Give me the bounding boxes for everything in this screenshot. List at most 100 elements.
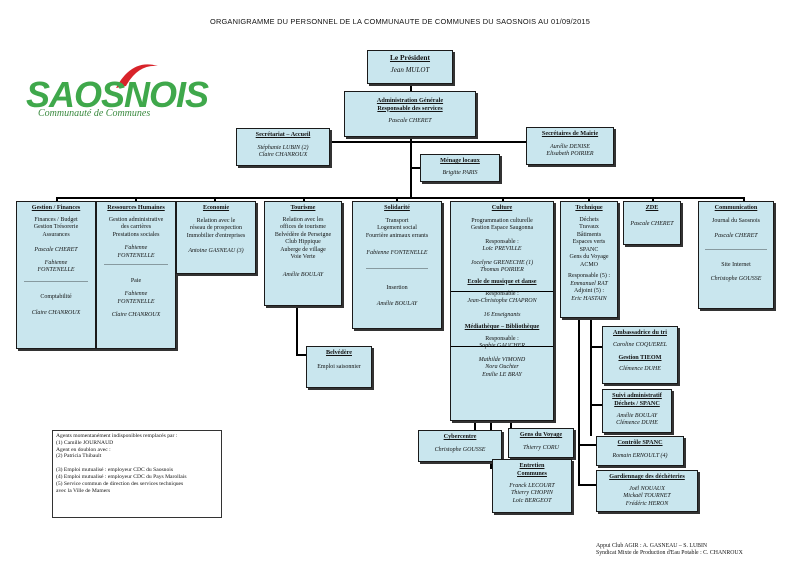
technique-resp-label: Responsable (5) : — [568, 273, 610, 280]
communication-name: Pascale CHERET — [714, 233, 758, 240]
zde-name: Pascale CHERET — [630, 220, 674, 227]
connector-line — [578, 318, 580, 484]
gardiennage-name: Mickaël TOURNET — [623, 493, 671, 500]
controle-name: Romain ERNOULT (4) — [612, 452, 668, 459]
connector-line — [743, 197, 745, 201]
mediatheque-resp: Sophie GAUCHER — [453, 343, 551, 351]
communication-separator: ------------------------------- — [705, 246, 767, 253]
technique-line: ACMO — [579, 261, 598, 268]
notes-box: Agents momentanément indisponibles rempl… — [52, 430, 222, 518]
connector-line — [330, 141, 526, 143]
secretariat-box: Secrétariat – Accueil Stéphanie LUBIN (2… — [236, 128, 330, 166]
rh-line2: Paie — [130, 277, 142, 284]
rh-name2: Fabienne — [124, 291, 148, 298]
gardiennage-name: Joël NOUAUX — [629, 485, 665, 492]
cybercentre-name: Christophe GOUSSE — [434, 446, 486, 453]
note-line: Agents momentanément indisponibles rempl… — [56, 433, 178, 439]
tourisme-line: Voie Verte — [290, 254, 316, 261]
gardiennage-name: Frédéric HERON — [625, 500, 669, 507]
gensduvoyage-name: Thierry CORU — [523, 444, 559, 451]
solidarite-name2: Amélie BOULAY — [376, 300, 418, 307]
note-line: (5) Service commun de direction des serv… — [56, 480, 184, 487]
culture-resp: Loïc PREVILLE — [482, 246, 522, 253]
culture-resp-label: Responsable : — [485, 238, 519, 245]
mediatheque-title: Médiathèque – Bibliothèque — [464, 323, 540, 330]
entretien-name: Loïc BERGEOT — [512, 497, 552, 504]
tourisme-title: Tourisme — [290, 204, 316, 211]
gestion-line: Finances / Budget — [34, 216, 78, 223]
note-line: (1) Camille JOURNAUD — [56, 439, 114, 446]
solidarite-line2: Insertion — [386, 285, 408, 292]
note-line: avec la Ville de Mamers — [56, 487, 111, 494]
connector-line — [590, 346, 602, 348]
controle-box: Contrôle SPANC Romain ERNOULT (4) — [596, 436, 684, 466]
culture-box: Culture Programmation culturelle Gestion… — [450, 201, 554, 421]
ecole-resp-label: Responsable : — [485, 290, 519, 297]
technique-line: Espaces verts — [572, 239, 606, 246]
tourisme-line: Club Hippique — [285, 239, 321, 246]
logo-swoosh-icon — [116, 64, 158, 88]
economie-name: Antoine GASNEAU (3) — [188, 248, 244, 255]
note-line: Agent en doublon avec : — [56, 446, 111, 453]
section-divider — [451, 291, 553, 292]
solidarite-title: Solidarité — [384, 204, 410, 211]
gardiennage-box: Gardiennage des déchèteries Joël NOUAUX … — [596, 470, 698, 512]
gensduvoyage-title: Gens du Voyage — [519, 431, 563, 438]
connector-line — [590, 318, 592, 436]
rh-name2: Claire CHANROUX — [111, 312, 161, 319]
solidarite-name: Fabienne FONTENELLE — [366, 250, 428, 257]
gardiennage-title: Gardiennage des déchèteries — [609, 473, 685, 480]
tourisme-line: offices de tourisme — [280, 224, 326, 231]
mairie-title: Secrétaires de Mairie — [541, 130, 599, 137]
admin-name: Pascale CHERET — [388, 117, 432, 124]
president-name: Jean MULOT — [390, 65, 430, 74]
menage-name: Brigitte PARIS — [442, 169, 478, 176]
rh-line: des carrières — [120, 224, 152, 231]
solidarite-line: Fourrière animaux errants — [365, 232, 429, 239]
technique-line: Travaux — [579, 224, 599, 231]
gestion-name: Pascale CHERET — [34, 247, 78, 254]
culture-line: Programmation culturelle — [471, 217, 533, 224]
logo-subtitle: Communauté de Communes — [38, 108, 151, 119]
communication-box: Communication Journal du Saosnois Pascal… — [698, 201, 774, 309]
secretariat-title: Secrétariat – Accueil — [255, 131, 311, 138]
tourisme-line: Auberge de village — [280, 246, 326, 253]
admin-title: Administration Générale — [376, 97, 444, 104]
rh-name: Fabienne — [124, 245, 148, 252]
secretariat-name: Claire CHANROUX — [258, 152, 308, 159]
tourisme-line: Relation avec les — [282, 216, 324, 223]
entretien-name: Franck LECOURT — [509, 482, 555, 489]
connector-line — [303, 197, 305, 201]
gensduvoyage-box: Gens du Voyage Thierry CORU — [508, 428, 574, 458]
entretien-title: Communes — [517, 469, 547, 477]
mediatheque-name: Nora Ouchter — [485, 364, 519, 371]
connector-line — [56, 197, 744, 199]
technique-title: Technique — [575, 204, 603, 211]
technique-line: Déchets — [579, 216, 599, 223]
connector-line — [56, 197, 58, 201]
zde-title: ZDE — [645, 204, 659, 211]
mairie-name: Elisabeth POIRIER — [546, 151, 594, 158]
technique-line: Gens du Voyage — [569, 254, 609, 261]
rh-line: Prestations sociales — [112, 231, 160, 238]
connector-line — [578, 444, 596, 446]
communication-line: Journal du Saosnois — [712, 217, 760, 224]
note-line: (2) Patricia Thibault — [56, 453, 102, 460]
ecole-title: Ecole de musique et danse — [467, 277, 537, 285]
suivi-name: Amélie BOULAY — [616, 412, 658, 419]
gestion-name: Fabienne — [44, 259, 68, 266]
tourisme-box: Tourisme Relation avec les offices de to… — [264, 201, 342, 306]
rh-line: Gestion administrative — [108, 216, 164, 223]
communication-name2: Christophe GOUSSE — [710, 275, 762, 282]
culture-name: Jocelyne GRENECHE (1) — [470, 259, 534, 266]
rh-box: Ressources Humaines Gestion administrati… — [96, 201, 176, 349]
technique-resp: Emmanuel RAT — [570, 280, 608, 287]
belvedere-title: Belvédère — [325, 349, 352, 356]
connector-line — [588, 197, 590, 201]
gestion-name: FONTENELLE — [37, 267, 75, 274]
ecole-resp: Jean-Christophe CHAPRON — [467, 298, 537, 304]
culture-name: Thomas POIRIER — [480, 267, 524, 274]
footer-line: Syndicat Mixte de Production d'Eau Potab… — [596, 550, 743, 557]
entretien-name: Thierry CHOPIN — [511, 490, 553, 496]
connector-line — [396, 197, 398, 201]
